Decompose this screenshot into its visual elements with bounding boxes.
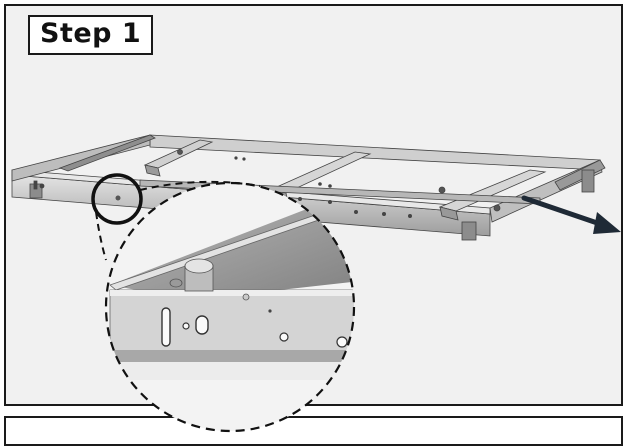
zoom-detail [104, 181, 356, 433]
arrow-right-icon [521, 195, 621, 234]
step-title: Step 1 [28, 15, 154, 55]
assembly-illustration [11, 134, 621, 433]
detail-circle-icon [91, 173, 143, 225]
